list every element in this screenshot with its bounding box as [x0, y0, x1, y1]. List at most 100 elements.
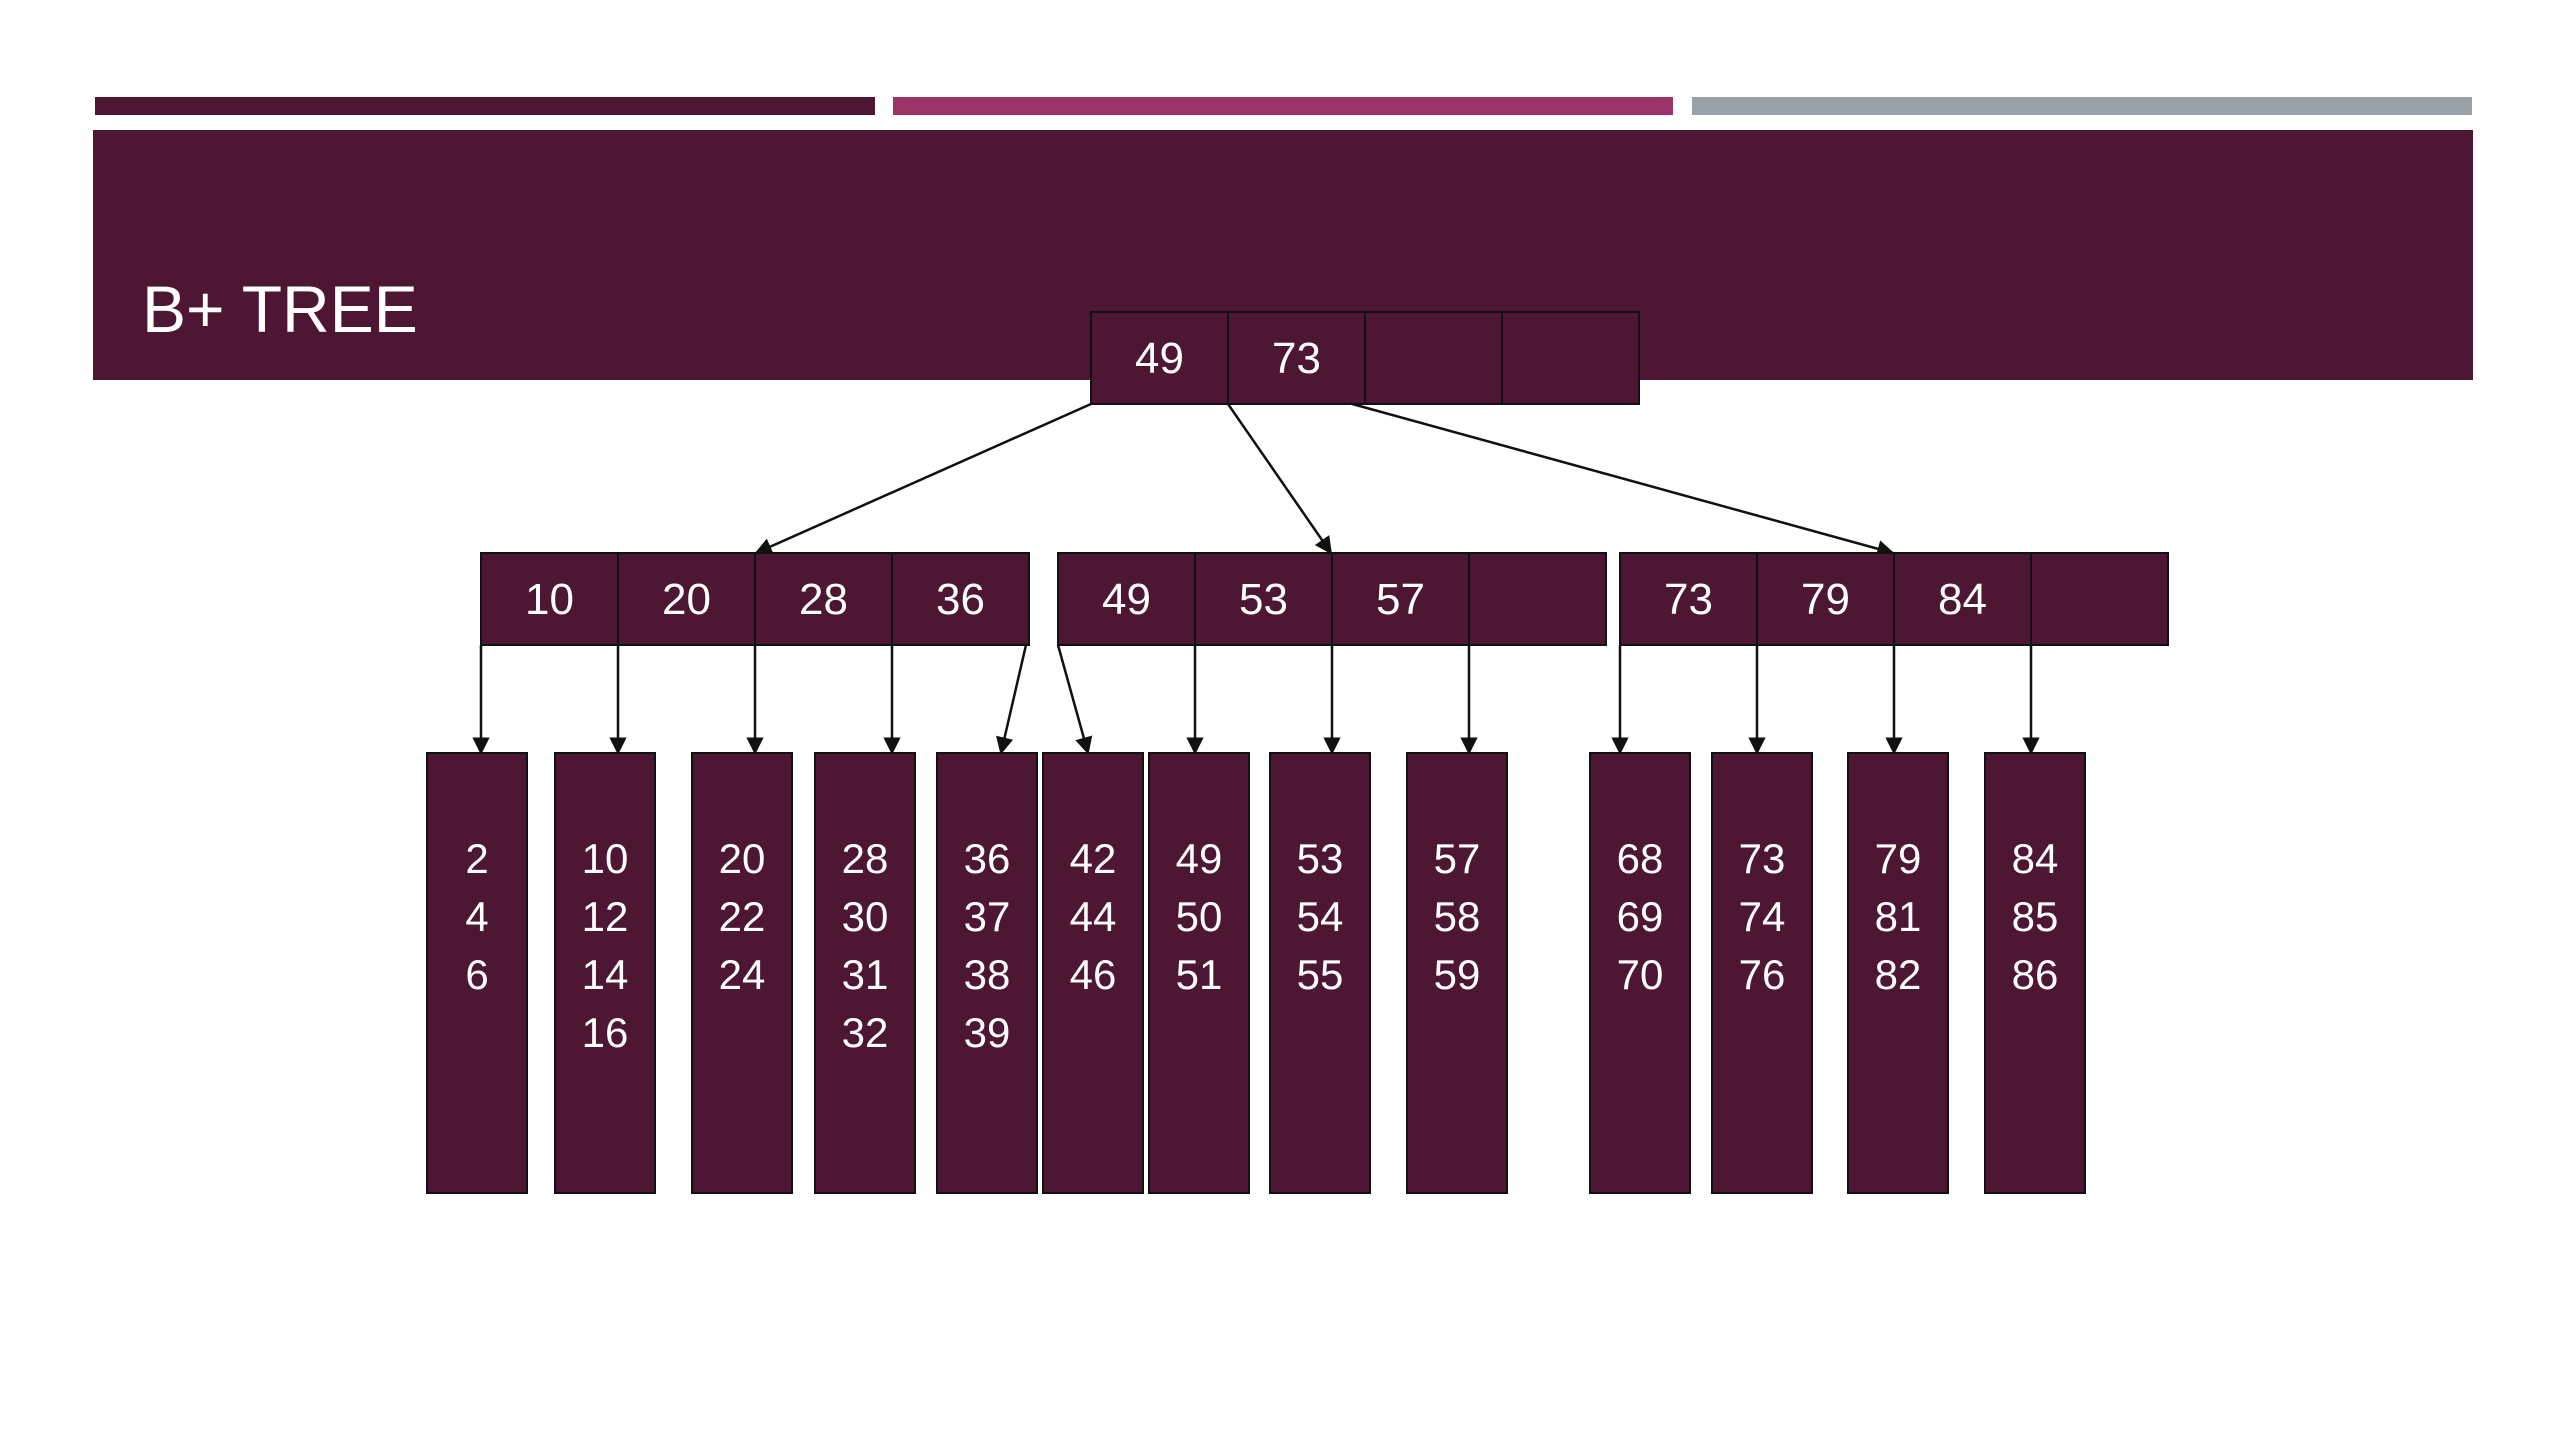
- leaf-box: [1847, 752, 1949, 1194]
- leaf-value: 82: [1875, 951, 1922, 998]
- leaf-node: 53 54 55: [1269, 752, 1371, 1194]
- tree-edges: [472, 400, 2040, 755]
- root-key-label: 49: [1135, 334, 1184, 383]
- leaf-value: 59: [1434, 951, 1481, 998]
- leaf-box: [1406, 752, 1508, 1194]
- internal-key-label: 10: [525, 575, 574, 624]
- leaf-box: [1269, 752, 1371, 1194]
- internal-key-cell: [2030, 552, 2169, 646]
- leaf-value: 46: [1070, 951, 1117, 998]
- leaf-box: [1042, 752, 1144, 1194]
- leaf-value: 79: [1875, 835, 1922, 882]
- internal-key-cell: [891, 552, 1030, 646]
- leaf-value: 22: [719, 893, 766, 940]
- root-key-label: 73: [1272, 334, 1321, 383]
- leaf-node: 42 44 46: [1042, 752, 1144, 1194]
- root-key-cell: [1501, 311, 1640, 405]
- internal-key-cell: [754, 552, 893, 646]
- leaf-value: 74: [1739, 893, 1786, 940]
- internal-key-label: 73: [1664, 575, 1713, 624]
- top-bar-primary: [95, 97, 875, 115]
- root-key-cell: [1364, 311, 1503, 405]
- tree-edge-arrow: [754, 402, 1092, 555]
- leaf-value: 36: [964, 835, 1011, 882]
- leaf-box: [426, 752, 528, 1194]
- internal-key-cell: [617, 552, 756, 646]
- leaf-value: 20: [719, 835, 766, 882]
- leaf-value: 37: [964, 893, 1011, 940]
- leaf-value: 53: [1297, 835, 1344, 882]
- leaf-value: 55: [1297, 951, 1344, 998]
- leaf-value: 86: [2012, 951, 2059, 998]
- leaf-value: 30: [842, 893, 889, 940]
- leaf-box: [1148, 752, 1250, 1194]
- internal-key-cell: [1057, 552, 1196, 646]
- top-bar-accent: [893, 97, 1673, 115]
- leaf-value: 4: [465, 893, 488, 940]
- slide-title: B+ TREE: [142, 272, 418, 346]
- internal-key-cell: [1619, 552, 1758, 646]
- internal-key-label: 53: [1239, 575, 1288, 624]
- top-bar-gray: [1692, 97, 2472, 115]
- leaf-value: 51: [1176, 951, 1223, 998]
- leaf-box: [1589, 752, 1691, 1194]
- root-key-cell: [1090, 311, 1229, 405]
- root-key-cell: [1227, 311, 1366, 405]
- internal-key-cell: [1468, 552, 1607, 646]
- leaf-value: 38: [964, 951, 1011, 998]
- internal-key-cell: [480, 552, 619, 646]
- root-node: 49 73: [1090, 311, 1640, 405]
- internal-node: 73 79 84: [1619, 552, 2169, 646]
- leaf-value: 42: [1070, 835, 1117, 882]
- internal-key-cell: [1756, 552, 1895, 646]
- leaf-value: 73: [1739, 835, 1786, 882]
- leaf-box: [814, 752, 916, 1194]
- leaf-value: 6: [465, 951, 488, 998]
- leaf-value: 54: [1297, 893, 1344, 940]
- tree-edge-arrow: [996, 644, 1028, 755]
- tree-edge-arrow: [1226, 403, 1333, 555]
- internal-key-label: 79: [1801, 575, 1850, 624]
- leaf-value: 57: [1434, 835, 1481, 882]
- leaf-value: 10: [582, 835, 629, 882]
- leaf-value: 39: [964, 1009, 1011, 1056]
- leaf-value: 70: [1617, 951, 1664, 998]
- internal-key-cell: [1194, 552, 1333, 646]
- leaf-value: 44: [1070, 893, 1117, 940]
- leaf-box: [691, 752, 793, 1194]
- leaf-value: 69: [1617, 893, 1664, 940]
- leaf-value: 28: [842, 835, 889, 882]
- leaf-value: 85: [2012, 893, 2059, 940]
- leaf-value: 2: [465, 835, 488, 882]
- leaf-value: 14: [582, 951, 629, 998]
- leaf-box: [1711, 752, 1813, 1194]
- internal-key-label: 84: [1938, 575, 1987, 624]
- leaf-node: 36 37 38 39: [936, 752, 1038, 1194]
- tree-edge-arrow: [1056, 644, 1093, 755]
- internal-key-cell: [1331, 552, 1470, 646]
- leaf-value: 50: [1176, 893, 1223, 940]
- leaf-value: 49: [1176, 835, 1223, 882]
- internal-node: 49 53 57: [1057, 552, 1607, 646]
- leaf-value: 32: [842, 1009, 889, 1056]
- internal-key-label: 20: [662, 575, 711, 624]
- internal-key-label: 49: [1102, 575, 1151, 624]
- leaf-box: [1984, 752, 2086, 1194]
- internal-key-label: 57: [1376, 575, 1425, 624]
- leaf-value: 31: [842, 951, 889, 998]
- leaf-value: 12: [582, 893, 629, 940]
- leaf-box: [554, 752, 656, 1194]
- leaf-node: 2 4 6: [426, 752, 528, 1194]
- internal-key-label: 28: [799, 575, 848, 624]
